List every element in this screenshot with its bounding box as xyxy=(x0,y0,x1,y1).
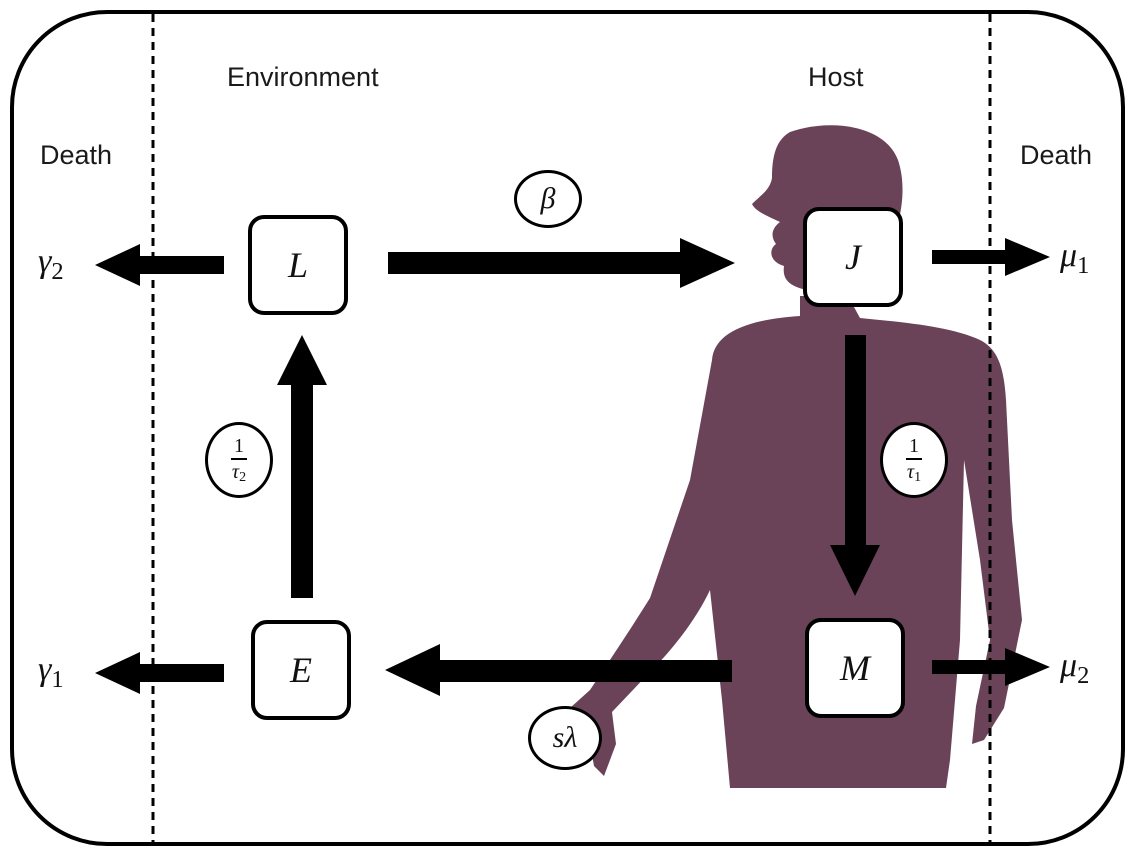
death-rate-mu1: μ1 xyxy=(1060,237,1089,280)
arrow-e-death xyxy=(95,652,224,694)
state-box-j: J xyxy=(803,207,903,307)
gamma2-subscript: 2 xyxy=(51,257,64,285)
tau2-subscript: 2 xyxy=(239,469,247,485)
host-label: Host xyxy=(808,62,864,92)
gamma2-symbol: γ xyxy=(38,243,52,280)
state-l-symbol: L xyxy=(287,245,309,285)
fraction-tau1-numerator: 1 xyxy=(906,436,922,460)
arrow-j-to-m xyxy=(830,335,880,596)
mu2-subscript: 2 xyxy=(1077,661,1090,689)
death-label-right: Death xyxy=(1020,140,1093,170)
rate-inverse-tau2: 1 τ2 xyxy=(205,422,273,498)
fraction-tau2: 1 τ2 xyxy=(231,436,247,485)
fraction-tau1-denominator: τ1 xyxy=(907,460,921,485)
environment-label: Environment xyxy=(227,62,379,92)
rate-inverse-tau1: 1 τ1 xyxy=(880,422,948,498)
arrow-j-death xyxy=(932,238,1050,276)
arrow-l-to-j xyxy=(388,238,735,288)
state-box-m: M xyxy=(805,618,905,718)
rate-s-lambda-symbol: sλ xyxy=(552,721,578,754)
fraction-tau1: 1 τ1 xyxy=(906,436,922,485)
arrow-l-death xyxy=(95,244,224,286)
fraction-tau2-numerator: 1 xyxy=(231,436,247,460)
arrow-m-death xyxy=(932,648,1050,686)
tau1-subscript: 1 xyxy=(914,469,922,485)
state-box-e: E xyxy=(251,620,351,720)
death-label-left: Death xyxy=(40,140,113,170)
mu1-symbol: μ xyxy=(1060,237,1078,274)
gamma1-symbol: γ xyxy=(38,651,52,688)
state-box-l: L xyxy=(248,215,348,315)
tau2-symbol: τ xyxy=(231,460,240,483)
state-j-symbol: J xyxy=(845,237,861,277)
death-rate-mu2: μ2 xyxy=(1060,647,1089,690)
gamma1-subscript: 1 xyxy=(51,665,64,693)
mu1-subscript: 1 xyxy=(1077,251,1090,279)
arrow-m-to-e xyxy=(385,644,732,696)
death-rate-gamma1: γ1 xyxy=(38,651,64,694)
rate-beta-symbol: β xyxy=(540,182,556,215)
fraction-tau2-denominator: τ2 xyxy=(232,460,246,485)
arrow-e-to-l xyxy=(277,335,327,598)
state-m-symbol: M xyxy=(840,648,870,688)
rate-s-lambda: sλ xyxy=(528,706,602,770)
state-e-symbol: E xyxy=(290,650,312,690)
arrows xyxy=(95,238,1050,696)
death-rate-gamma2: γ2 xyxy=(38,243,64,286)
mu2-symbol: μ xyxy=(1060,647,1078,684)
tau1-symbol: τ xyxy=(906,460,915,483)
rate-beta: β xyxy=(514,170,582,228)
